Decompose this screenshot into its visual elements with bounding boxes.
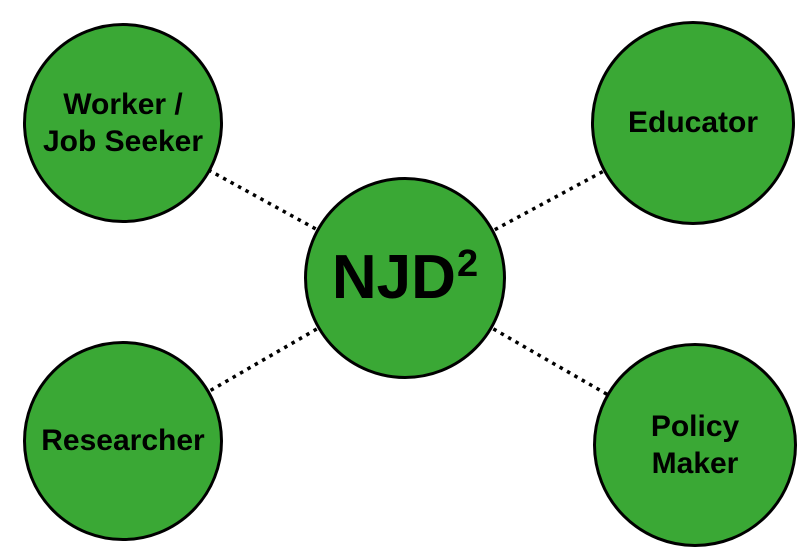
- node-policy-maker-label-line1: Policy: [650, 409, 740, 443]
- node-njd2: NJD2: [304, 177, 506, 379]
- node-worker-job-seeker-label-line2: Job Seeker: [42, 125, 204, 158]
- node-njd2-label: NJD2: [332, 239, 478, 317]
- node-researcher-label-line1: Researcher: [41, 424, 205, 458]
- node-researcher: Researcher: [23, 341, 223, 541]
- node-worker-job-seeker-label-line1: Worker /: [63, 87, 183, 121]
- node-educator: Educator: [591, 21, 795, 225]
- node-policy-maker-label-line2: Maker: [651, 447, 739, 480]
- node-policy-maker: Policy Maker: [593, 343, 797, 547]
- node-njd2-superscript: 2: [456, 243, 479, 286]
- node-njd2-text: NJD: [331, 243, 456, 313]
- node-worker-job-seeker: Worker / Job Seeker: [23, 23, 223, 223]
- node-educator-label-line1: Educator: [627, 106, 759, 140]
